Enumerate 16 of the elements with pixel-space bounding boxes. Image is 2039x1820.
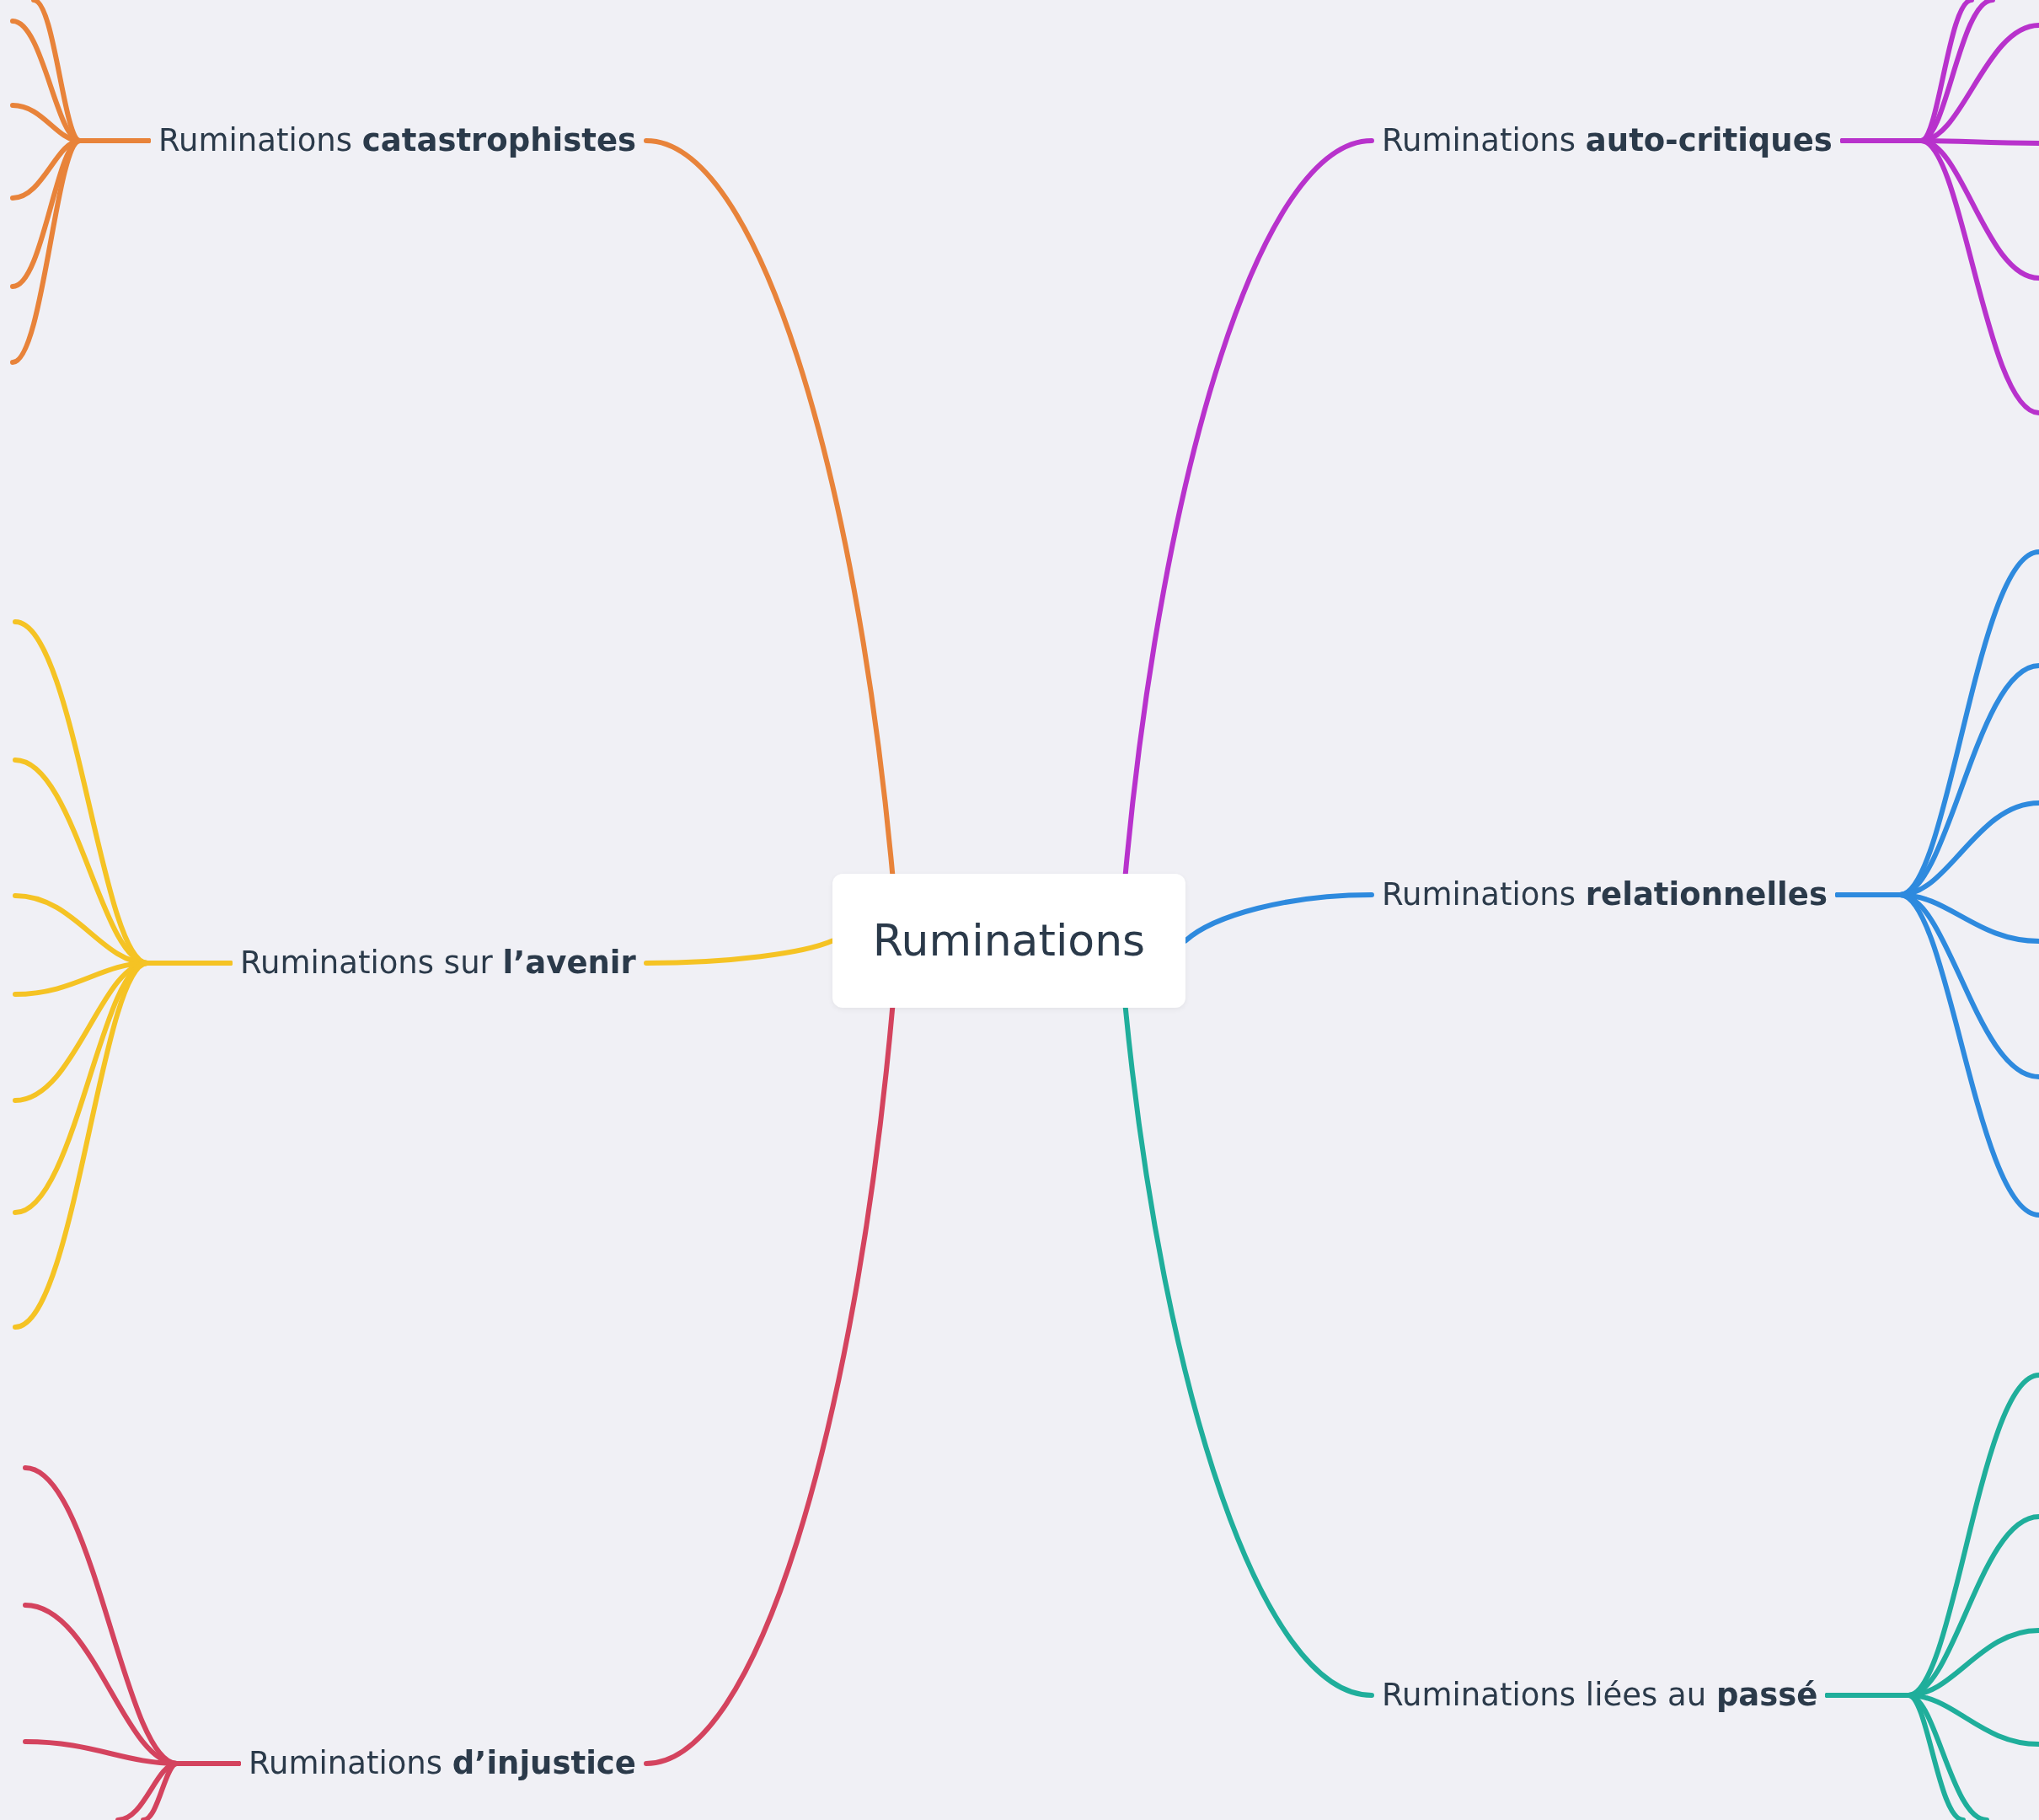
branch-line [1835,892,2039,1218]
branch-line [13,961,233,1330]
branch-line [10,138,151,365]
branch-line [1840,138,2039,415]
branch-line [141,1761,241,1820]
branch-topic: Ruminations auto-critiques [1382,121,1833,161]
branch-topic: Ruminations d’injustice [249,1744,636,1784]
branch-topic: Ruminations relationnelles [1382,875,1828,915]
branch-line [1122,1005,1374,1698]
branch-line [1122,138,1374,876]
branch-line [644,138,896,876]
branch-topic: Ruminations liées au passé [1382,1676,1818,1716]
branch-topic: Ruminations catastrophistes [158,121,637,161]
branch-topic: Ruminations sur l’avenir [240,944,636,983]
central-topic-box: Ruminations [832,874,1185,1008]
branch-line [644,1005,896,1766]
